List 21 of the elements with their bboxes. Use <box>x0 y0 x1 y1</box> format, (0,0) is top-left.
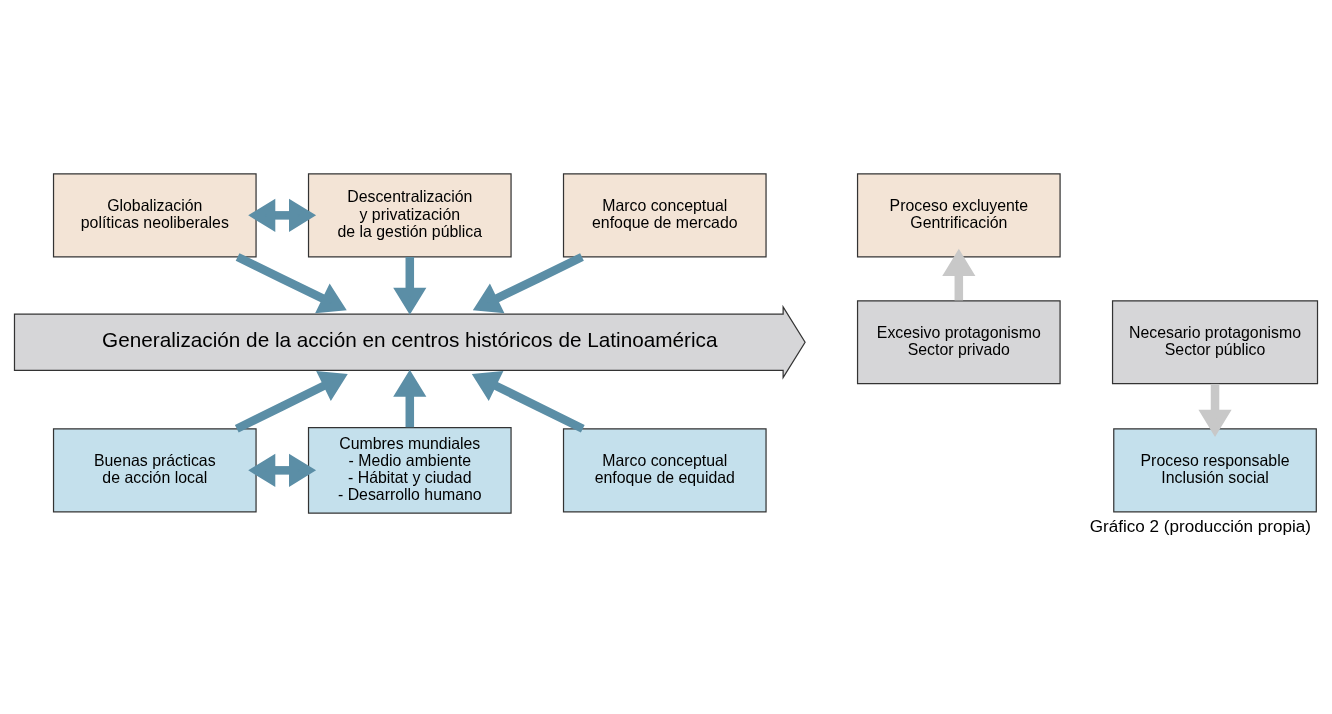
arrow <box>393 256 427 315</box>
arrow <box>1198 383 1232 437</box>
node-box: Cumbres mundiales - Medio ambiente - Hábitat y ciudad - Desarrollo humano <box>307 426 512 514</box>
arrow <box>235 252 347 313</box>
node-box: Excesivo protagonismo Sector privado <box>856 299 1061 384</box>
arrow <box>248 453 317 487</box>
node-box: Proceso responsable Inclusión social <box>1113 427 1317 512</box>
node-box: Necesario protagonismo Sector público <box>1111 299 1319 384</box>
arrow <box>942 248 976 300</box>
arrow <box>471 370 585 433</box>
node-box: Marco conceptual enfoque de equidad <box>562 427 767 512</box>
node-box: Buenas prácticas de acción local <box>52 427 257 512</box>
node-box: Descentralización y privatización de la gestión pública <box>307 172 512 257</box>
arrow <box>248 198 317 232</box>
arrow <box>472 252 584 313</box>
node-box: Marco conceptual enfoque de mercado <box>562 172 767 257</box>
caption: Gráfico 2 (producción propia) <box>1089 516 1311 536</box>
arrow <box>234 370 348 433</box>
arrow <box>393 369 427 427</box>
node-box: Proceso excluyente Gentrificación <box>856 172 1061 257</box>
node-box: Globalización políticas neoliberales <box>52 172 257 257</box>
